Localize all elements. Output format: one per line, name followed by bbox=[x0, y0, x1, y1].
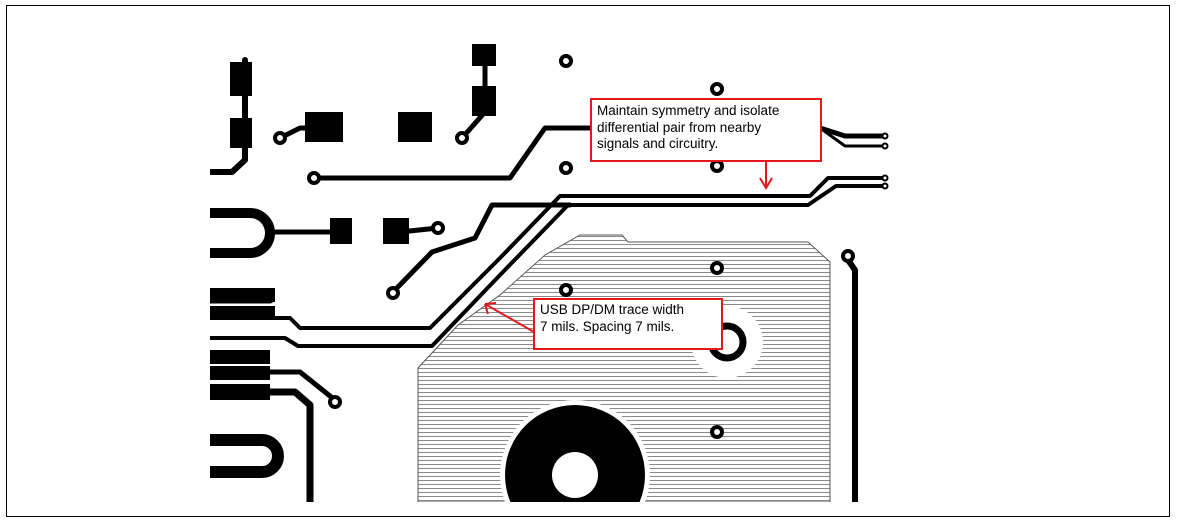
mounting-hole-drill bbox=[552, 452, 598, 498]
symmetry-callout-line-2: differential pair from nearby bbox=[597, 119, 762, 135]
vias bbox=[273, 54, 889, 439]
connector-shell-bottom bbox=[210, 434, 284, 478]
arrow-to-trace bbox=[484, 302, 535, 333]
arrow-to-diff-pair bbox=[759, 162, 773, 190]
edge-connector-pads bbox=[210, 288, 275, 400]
connector-shell-top bbox=[210, 208, 275, 258]
trace-callout-line-2: 7 mils. Spacing 7 mils. bbox=[540, 318, 675, 334]
trace-callout-line-1: USB DP/DM trace width bbox=[540, 302, 685, 317]
via-inner bbox=[719, 334, 735, 350]
trace-width-callout: USB DP/DM trace width 7 mils. Spacing 7 … bbox=[533, 298, 723, 350]
symmetry-callout-line-1: Maintain symmetry and isolate bbox=[597, 103, 780, 118]
smd-pads bbox=[230, 44, 496, 244]
callout-arrows bbox=[484, 162, 773, 333]
symmetry-callout: Maintain symmetry and isolate differenti… bbox=[590, 98, 822, 162]
figure-frame bbox=[6, 5, 1170, 517]
symmetry-callout-line-3: signals and circuitry. bbox=[597, 136, 719, 151]
